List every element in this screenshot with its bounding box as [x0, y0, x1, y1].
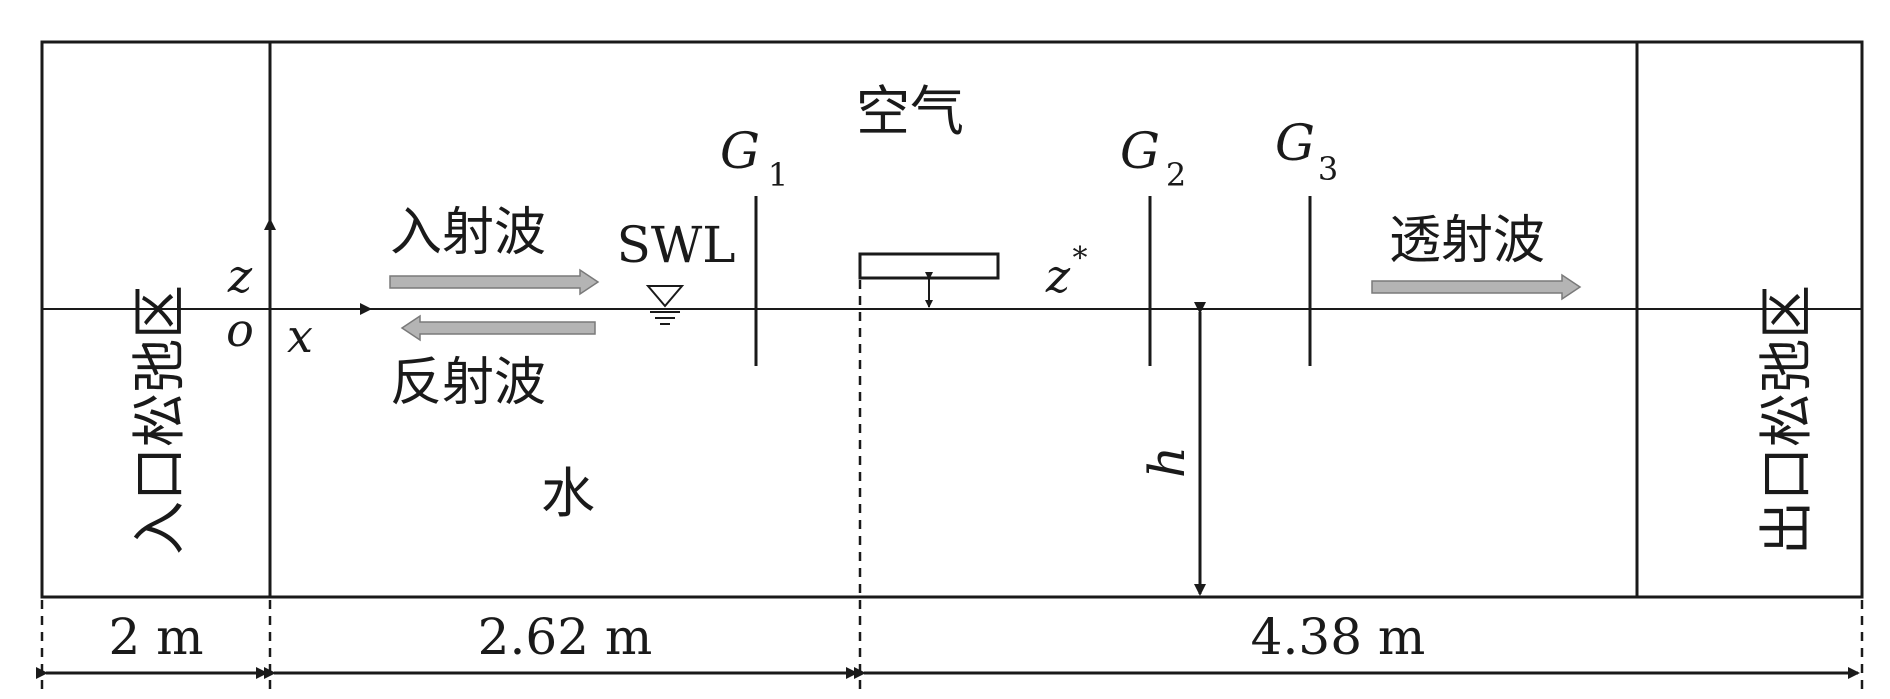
reflected-wave-arrow	[400, 314, 596, 342]
dim-label-inlet: 2 m	[108, 608, 203, 666]
depth-label: h	[1138, 446, 1196, 478]
gauge-g2-letter: G	[1120, 122, 1160, 180]
reflected-wave-label: 反射波	[390, 353, 546, 413]
gauge-g2-subscript: 2	[1166, 156, 1186, 194]
origin-label: o	[226, 303, 254, 357]
gauge-g3-subscript: 3	[1318, 150, 1338, 188]
dim-label-upstream: 2.62 m	[478, 608, 653, 666]
tank-boundary	[40, 40, 1864, 599]
z-axis-label: z	[227, 249, 253, 303]
transmitted-wave-arrow	[1371, 273, 1582, 301]
outlet-zone-label: 出口松弛区	[1755, 285, 1818, 555]
gauge-g1-letter: G	[720, 122, 760, 180]
submergence-symbol: z	[1045, 249, 1071, 303]
incident-wave-label: 入射波	[390, 203, 546, 263]
submerged-plate	[858, 252, 1000, 280]
swl-triangle-icon	[645, 285, 685, 325]
water-label: 水	[541, 462, 595, 525]
submergence-superscript: *	[1073, 241, 1088, 276]
dim-label-downstream: 4.38 m	[1251, 608, 1426, 666]
incident-wave-arrow	[389, 268, 600, 296]
transmitted-wave-label: 透射波	[1389, 211, 1545, 271]
gauge-g3-letter: G	[1275, 114, 1315, 172]
gauge-g1-subscript: 1	[768, 156, 788, 194]
swl-label: SWL	[617, 216, 736, 274]
air-label: 空气	[856, 80, 964, 143]
inlet-zone-label: 入口松弛区	[128, 285, 191, 555]
x-axis-label: x	[287, 309, 313, 363]
